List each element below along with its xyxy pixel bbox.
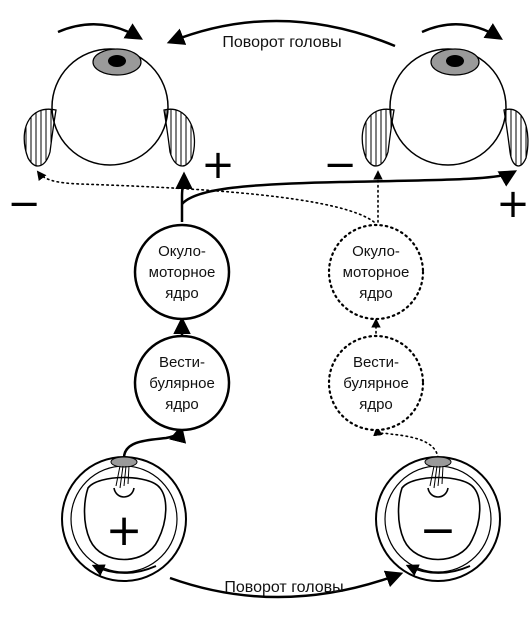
left-eye-lateral-muscle bbox=[24, 109, 56, 166]
right-oculomotor-line-3: ядро bbox=[359, 285, 393, 302]
right-eye: − + bbox=[323, 24, 530, 227]
left-eye-medial-sign: + bbox=[201, 142, 235, 188]
right-eye-lateral-muscle bbox=[504, 109, 528, 166]
solid-path-canal-to-vestibular-left bbox=[124, 428, 181, 458]
left-oculomotor-line-2: моторное bbox=[149, 264, 216, 281]
left-cupula bbox=[111, 457, 137, 467]
left-vestibular-line-3: ядро bbox=[165, 396, 199, 413]
bottom-rotation-label: Поворот головы bbox=[224, 579, 343, 596]
dotted-path-canal-to-vestibular-right bbox=[377, 428, 438, 458]
right-semicircular-canal: − bbox=[376, 457, 500, 581]
left-vestibular-line-2: булярное bbox=[149, 375, 215, 392]
solid-path-to-left-medial-muscle bbox=[182, 175, 184, 222]
right-eye-rotation-arrow bbox=[422, 24, 500, 38]
left-oculomotor-line-3: ядро bbox=[165, 285, 199, 302]
left-eye-rotation-arrow bbox=[58, 24, 140, 38]
left-vestibular-nucleus: Вести- булярное ядро bbox=[135, 336, 229, 430]
right-vestibular-line-2: булярное bbox=[343, 375, 409, 392]
left-eye-lateral-sign: − bbox=[7, 181, 41, 227]
left-vestibular-line-1: Вести- bbox=[159, 354, 205, 371]
right-vestibular-line-1: Вести- bbox=[353, 354, 399, 371]
right-canal-sign: − bbox=[420, 505, 457, 556]
left-oculomotor-nucleus: Окуло- моторное ядро bbox=[135, 225, 229, 319]
right-oculomotor-line-2: моторное bbox=[343, 264, 410, 281]
left-semicircular-canal: + bbox=[62, 457, 186, 581]
right-vestibular-line-3: ядро bbox=[359, 396, 393, 413]
left-canal-sign: + bbox=[106, 505, 143, 556]
right-oculomotor-line-1: Окуло- bbox=[352, 243, 400, 260]
right-pupil bbox=[446, 55, 464, 67]
right-oculomotor-nucleus: Окуло- моторное ядро bbox=[329, 225, 423, 319]
top-rotation-indicator: Поворот головы bbox=[170, 21, 395, 51]
left-eye: − + bbox=[7, 24, 235, 227]
right-cupula bbox=[425, 457, 451, 467]
bottom-rotation-indicator: Поворот головы bbox=[170, 574, 400, 597]
right-vestibular-nucleus: Вести- булярное ядро bbox=[329, 336, 423, 430]
left-pupil bbox=[108, 55, 126, 67]
right-eye-medial-muscle bbox=[362, 109, 394, 166]
right-eye-lateral-sign: + bbox=[496, 181, 530, 227]
left-eye-medial-muscle bbox=[164, 109, 194, 166]
top-rotation-label: Поворот головы bbox=[222, 34, 341, 51]
left-oculomotor-line-1: Окуло- bbox=[158, 243, 206, 260]
